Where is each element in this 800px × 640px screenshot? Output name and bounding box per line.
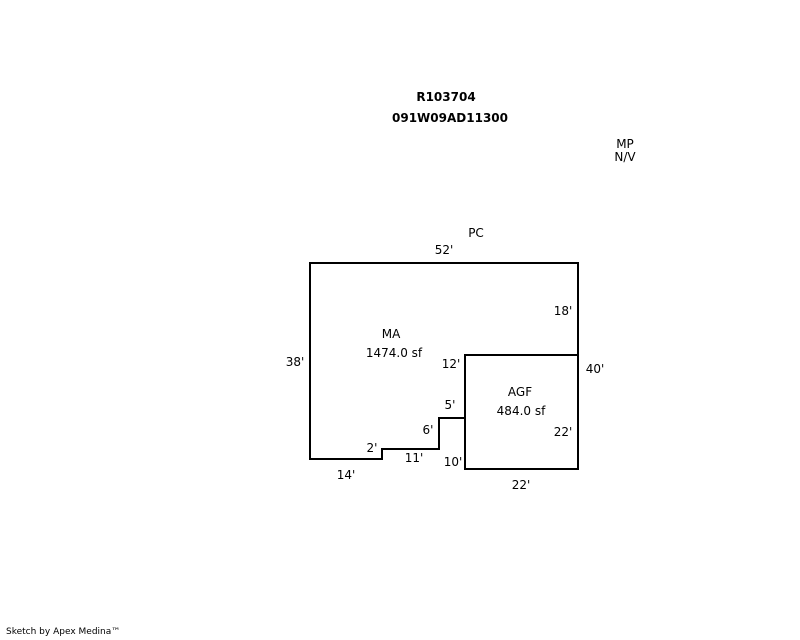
main-area-outline bbox=[309, 262, 579, 460]
dimension-garage-bottom: 22' bbox=[511, 478, 531, 492]
garage-area-code: AGF bbox=[507, 385, 533, 399]
dimension-garage-inner-top: 12' bbox=[441, 357, 461, 371]
dimension-step-small: 2' bbox=[366, 441, 378, 455]
sketch-credit: Sketch by Apex Medina™ bbox=[6, 627, 121, 637]
account-number: R103704 bbox=[416, 90, 476, 104]
dimension-garage-right: 22' bbox=[553, 425, 573, 439]
map-number: 091W09AD11300 bbox=[392, 111, 508, 125]
dimension-right-total: 40' bbox=[585, 362, 605, 376]
dimension-left: 38' bbox=[285, 355, 305, 369]
dimension-bottom-left: 14' bbox=[336, 468, 356, 482]
dimension-step-top: 5' bbox=[444, 398, 456, 412]
dimension-top: 52' bbox=[434, 243, 454, 257]
top-label: PC bbox=[468, 226, 484, 240]
dimension-right-upper: 18' bbox=[553, 304, 573, 318]
main-area-code: MA bbox=[381, 327, 401, 341]
dimension-step-mid: 11' bbox=[404, 451, 424, 465]
garage-outline bbox=[464, 354, 579, 470]
dimension-step-rise: 6' bbox=[422, 423, 434, 437]
dimension-garage-left-lower: 10' bbox=[443, 455, 463, 469]
main-area-size: 1474.0 sf bbox=[365, 346, 423, 360]
corner-note-line1: MP bbox=[616, 137, 634, 151]
garage-area-size: 484.0 sf bbox=[496, 404, 546, 418]
corner-note-line2: N/V bbox=[614, 150, 636, 164]
